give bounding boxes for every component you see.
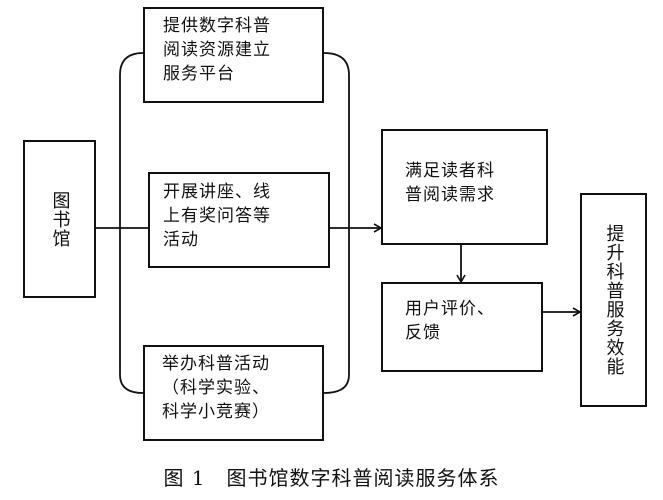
activity-event-node: 举办科普活动 （科学实验、 科学小竞赛）	[143, 345, 324, 441]
reader-needs-node: 满足读者科 普阅读需求	[381, 129, 548, 245]
activity-platform-node: 提供数字科普 阅读资源建立 服务平台	[143, 7, 324, 103]
right-bracket	[323, 52, 350, 394]
left-bracket	[119, 52, 144, 394]
figure-caption: 图 1 图书馆数字科普阅读服务体系	[163, 466, 500, 490]
feedback-node: 用户评价、 反馈	[381, 282, 543, 372]
activity-lecture-node: 开展讲座、线 上有奖问答等 活动	[148, 172, 330, 268]
library-node: 图书馆	[23, 140, 96, 298]
outcome-node: 提升科普服务效能	[580, 193, 647, 407]
